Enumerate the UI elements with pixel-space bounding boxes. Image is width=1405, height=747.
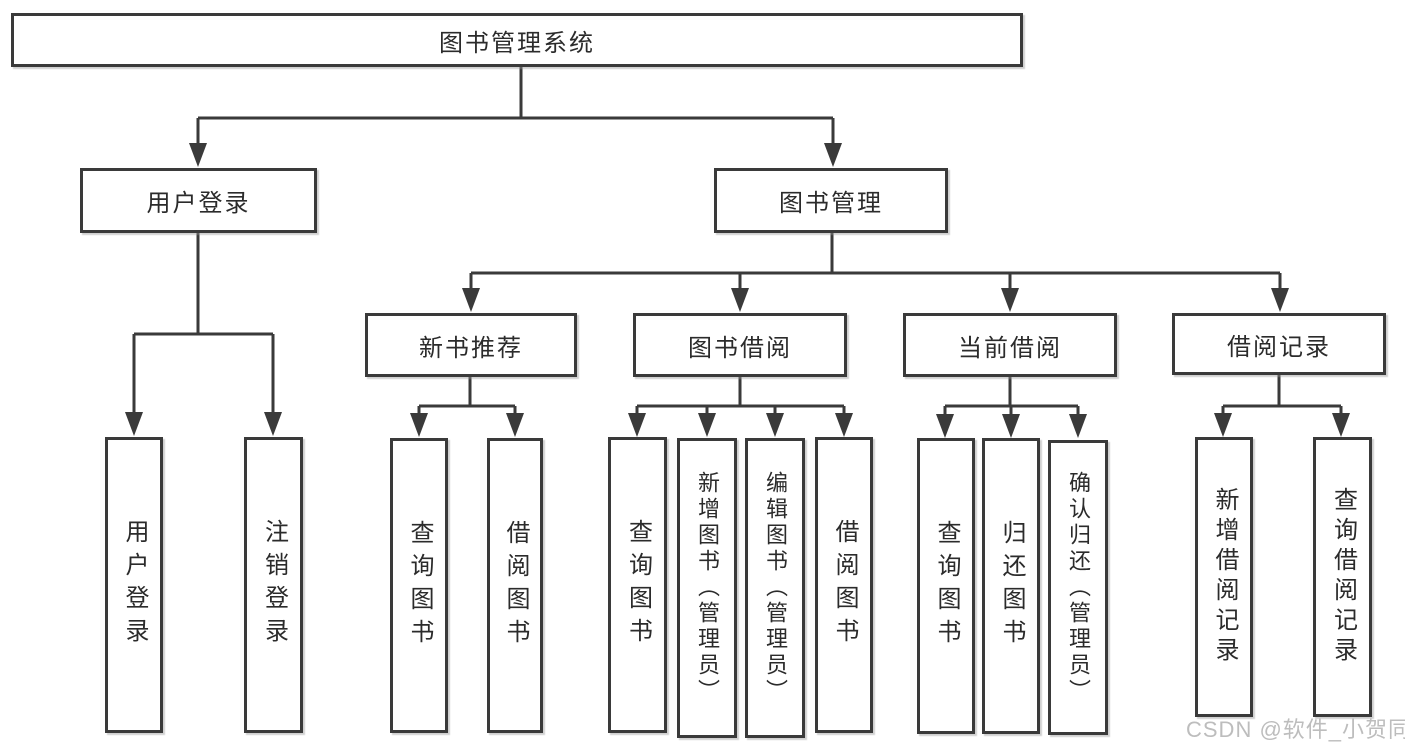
node-label: 查询图书 [624, 519, 652, 651]
leaf-current-return-books: 归还图书 [982, 438, 1040, 734]
node-label: 新增借阅记录 [1211, 487, 1238, 667]
leaf-borrow-borrow-books: 借阅图书 [815, 437, 873, 733]
node-label: 编辑图书（管理员） [763, 471, 788, 705]
node-book-management: 图书管理 [714, 168, 948, 233]
node-label: 查询借阅记录 [1329, 487, 1357, 667]
node-user-login: 用户登录 [80, 168, 317, 233]
csdn-watermark: CSDN @软件_小贺同学 [1186, 717, 1405, 742]
leaf-record-add-borrow-record: 新增借阅记录 [1195, 437, 1253, 717]
node-label: 确认归还（管理员） [1066, 470, 1091, 705]
node-label: 借阅记录 [1227, 333, 1331, 361]
node-label: 借阅图书 [831, 519, 858, 651]
node-current-borrowing: 当前借阅 [903, 313, 1117, 377]
node-label: 新书推荐 [419, 334, 523, 362]
leaf-recommend-borrow-books: 借阅图书 [487, 438, 543, 733]
node-label: 用户登录 [146, 190, 251, 217]
node-label: 图书管理 [779, 190, 883, 217]
node-label: 借阅图书 [502, 519, 529, 652]
leaf-recommend-query-books: 查询图书 [390, 438, 448, 733]
node-new-book-recommendation: 新书推荐 [365, 313, 577, 377]
node-borrowing-records: 借阅记录 [1172, 313, 1386, 375]
node-label: 注销登录 [260, 519, 288, 651]
leaf-user-login: 用户登录 [105, 437, 163, 733]
leaf-logout: 注销登录 [244, 437, 303, 733]
node-label: 图书借阅 [688, 334, 792, 362]
node-label: 归还图书 [998, 520, 1025, 652]
leaf-current-query-books: 查询图书 [917, 438, 975, 734]
leaf-borrow-query-books: 查询图书 [608, 437, 667, 733]
leaf-current-confirm-return-admin: 确认归还（管理员） [1048, 440, 1108, 735]
node-book-borrowing: 图书借阅 [633, 313, 847, 377]
node-label: 用户登录 [121, 519, 148, 651]
node-label: 新增图书（管理员） [695, 471, 720, 705]
node-label: 查询图书 [933, 520, 960, 652]
node-label: 当前借阅 [958, 334, 1062, 362]
node-label: 查询图书 [406, 519, 433, 652]
node-library-management-system: 图书管理系统 [11, 13, 1023, 67]
leaf-record-query-borrow-record: 查询借阅记录 [1313, 437, 1372, 717]
node-label: 图书管理系统 [439, 29, 595, 57]
arrow-down-icon [125, 143, 1350, 438]
leaf-borrow-edit-books-admin: 编辑图书（管理员） [745, 438, 805, 738]
leaf-borrow-add-books-admin: 新增图书（管理员） [677, 438, 737, 738]
